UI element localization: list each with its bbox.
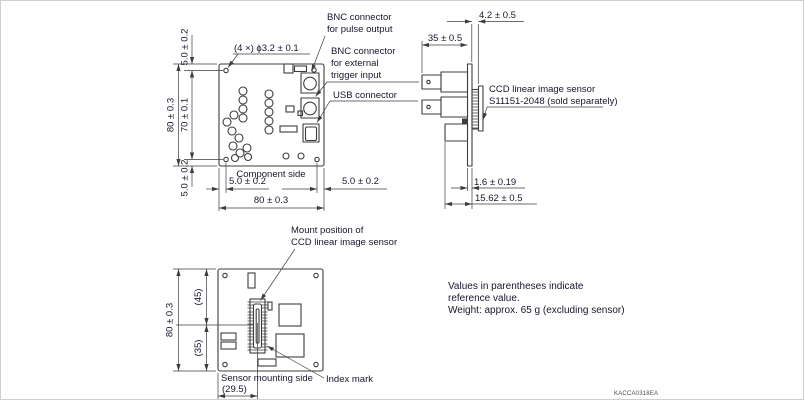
dim-upper-ref: (45) [193, 289, 204, 306]
mounting-holes-back [222, 272, 319, 368]
hole-note-label: (4 ×) ϕ3.2 ± 0.1 [234, 43, 299, 54]
sensor-mounting-side-label: Sensor mounting side [221, 373, 313, 384]
board-nub [462, 118, 468, 124]
note-line: reference value. [448, 293, 520, 304]
side-dimension-lines [421, 19, 603, 209]
dim-hole-pitch: 70 ± 0.1 [180, 98, 191, 132]
bnc-pulse-side [421, 71, 469, 93]
ccd-sensor-label: S11151-2048 (sold separately) [489, 96, 618, 107]
sensor-socket-pins [472, 91, 479, 129]
bnc-trigger-label: trigger input [331, 70, 382, 81]
board-components [279, 63, 308, 133]
ccd-sensor-side [477, 85, 484, 132]
mount-position-label: Mount position of [291, 225, 364, 236]
capacitor-group [222, 86, 305, 163]
dim-board-width: 80 ± 0.3 [254, 195, 288, 206]
back-dimension-lines [173, 248, 325, 399]
bnc-trigger-side [421, 96, 469, 118]
dim-right-inset: 5.0 ± 0.2 [342, 176, 379, 187]
front-dimension-lines [173, 35, 419, 211]
note-line: Values in parentheses indicate [448, 281, 584, 292]
dim-bottom-inset: 5.0 ± 0.2 [180, 160, 191, 197]
back-view-drawing: 80 ± 0.3 (45) (35) (29.5) Mount position… [165, 225, 397, 399]
index-mark-label: Index mark [326, 374, 373, 385]
dim-board-height-back: 80 ± 0.3 [165, 303, 176, 337]
dim-pcb-thickness: 1.6 ± 0.19 [474, 177, 516, 188]
dim-lower-ref: (35) [193, 340, 204, 357]
usb-connector [302, 123, 320, 143]
bnc-trigger-label: for external [331, 58, 379, 69]
side-view-drawing: 35 ± 0.5 4.2 ± 0.5 1.6 ± 0.19 15.62 ± 0.… [421, 10, 618, 209]
bnc-pulse-label: for pulse output [327, 24, 393, 35]
usb-side [444, 123, 469, 142]
dim-bnc-protrusion: 35 ± 0.5 [428, 33, 462, 44]
dim-board-height: 80 ± 0.3 [166, 98, 177, 132]
dim-left-inset: 5.0 ± 0.2 [229, 176, 266, 187]
component-side-label: Component side [236, 169, 305, 180]
dim-top-inset: 5.0 ± 0.2 [180, 29, 191, 66]
ccd-sensor-label: CCD linear image sensor [489, 84, 595, 95]
dim-connector-offset: (29.5) [222, 384, 247, 395]
mount-position-label: CCD linear image sensor [291, 237, 397, 248]
bnc-pulse-label: BNC connector [327, 12, 391, 23]
bnc-pulse-connector [300, 72, 320, 94]
board-component [247, 272, 256, 289]
board-components-back [220, 301, 305, 367]
notes: Values in parentheses indicate reference… [448, 281, 625, 316]
drawing-code: KACCA0318EA [614, 391, 658, 397]
note-line: Weight: approx. 65 g (excluding sensor) [448, 305, 625, 316]
bnc-trigger-label: BNC connector [331, 46, 395, 57]
pcb-edge [466, 63, 473, 167]
dim-total-depth: 15.62 ± 0.5 [475, 193, 522, 204]
pcb-outline-back [217, 268, 324, 372]
usb-label: USB connector [333, 90, 397, 101]
dim-sensor-height: 4.2 ± 0.5 [479, 10, 516, 21]
front-view-drawing: (4 ×) ϕ3.2 ± 0.1 BNC connector for pulse… [166, 12, 419, 211]
sensor-socket [471, 88, 480, 130]
bnc-trigger-connector [300, 97, 320, 119]
